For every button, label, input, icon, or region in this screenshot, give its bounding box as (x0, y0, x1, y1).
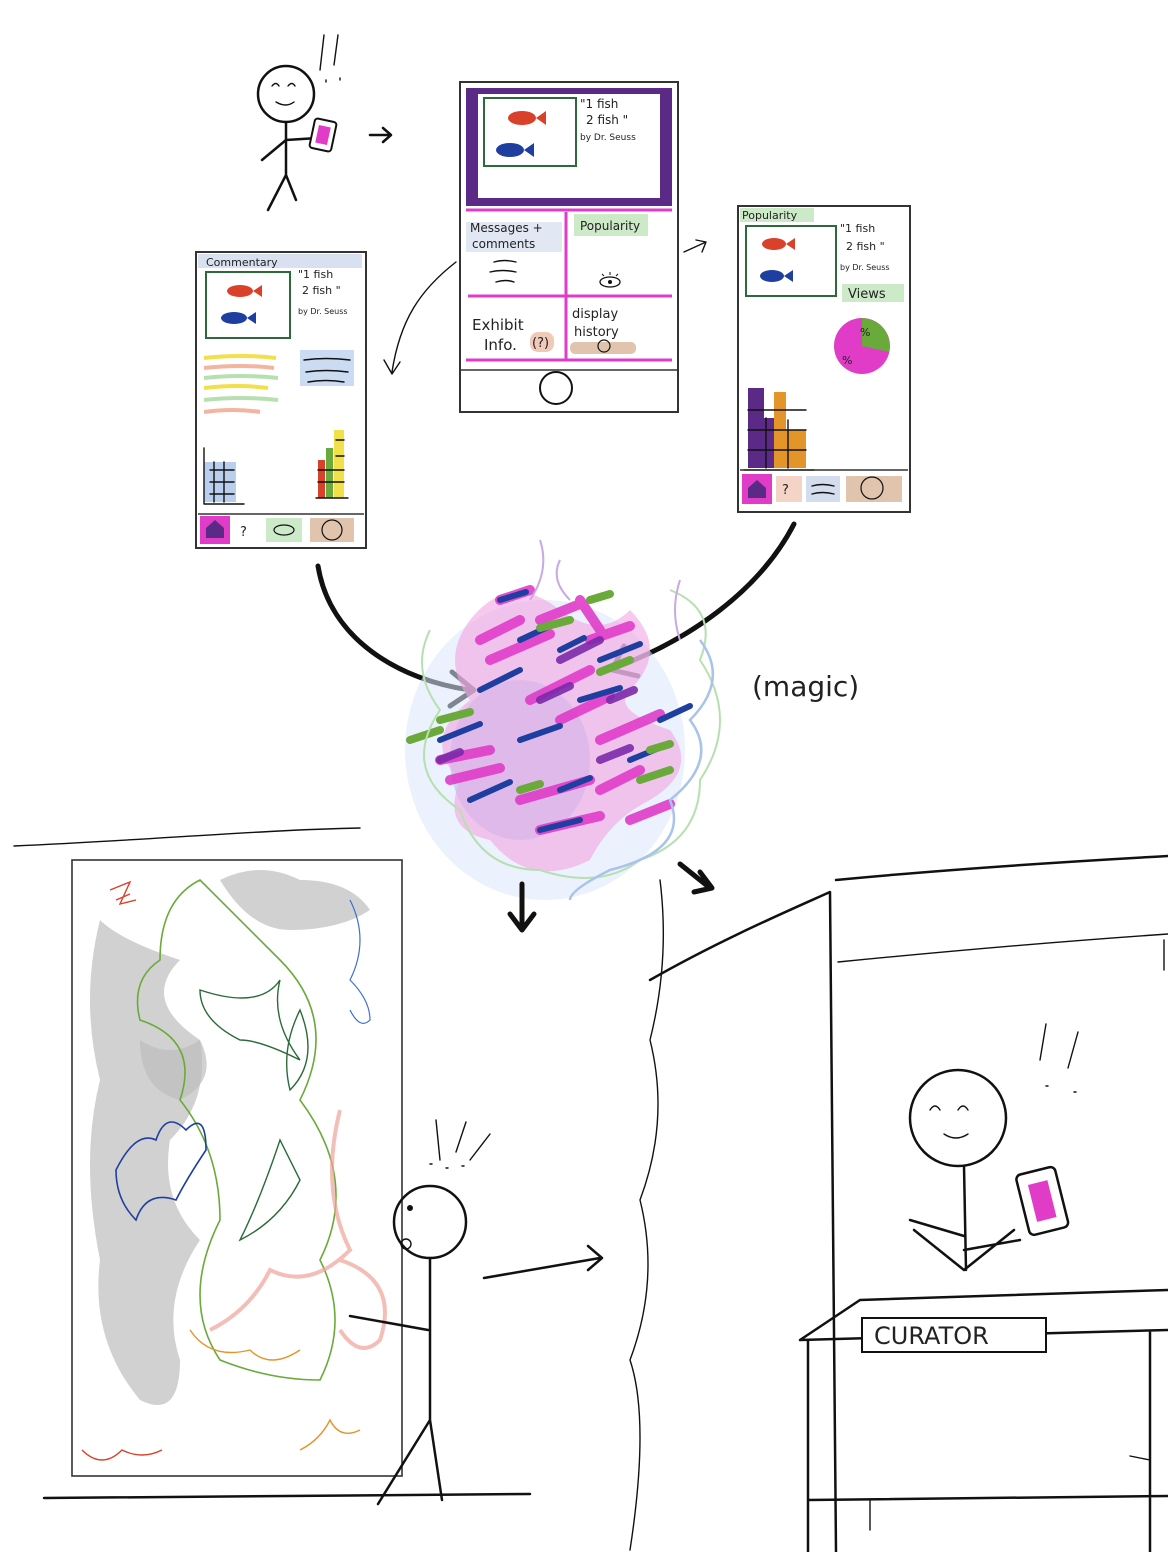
history-icon (321, 519, 343, 541)
popularity-header: Popularity (742, 209, 798, 222)
commentary-header: Commentary (206, 256, 278, 269)
visitor-head (256, 64, 316, 124)
tile-messages-label: Messages + (470, 221, 543, 235)
popularity-title-1: "1 fish (840, 222, 875, 235)
commentary-thumbnail (205, 271, 291, 339)
nav-comments-button[interactable] (806, 476, 840, 502)
nameplate (861, 1317, 1047, 1353)
tile-comments-label: comments (472, 237, 535, 251)
arrow-to-commentary (383, 261, 457, 375)
main-artwork-title-1: "1 fish (580, 97, 618, 111)
magic-label: (magic) (752, 670, 859, 703)
home-button[interactable] (539, 371, 573, 405)
phone-icon (308, 117, 338, 153)
tile-exhibit-label-1: Exhibit (472, 316, 524, 334)
gallery-scene (13, 827, 604, 1506)
home-icon (206, 520, 224, 538)
curator-sign: CURATOR (874, 1322, 989, 1350)
eye-icon (599, 272, 621, 288)
nav-help-button[interactable]: ? (240, 525, 247, 540)
arrow-magic-to-curator (677, 861, 715, 895)
phone-icon (1015, 1165, 1070, 1237)
pie-label-bottom: % (842, 354, 852, 367)
torn-edge (629, 879, 665, 1551)
tile-exhibit-info[interactable]: Exhibit Info. (?) (472, 316, 554, 354)
curator-scene: CURATOR (629, 854, 1168, 1552)
bar-chart-icon (203, 430, 349, 505)
curator-person (908, 1023, 1079, 1272)
fish-icon (496, 111, 546, 157)
tile-display-label-2: history (574, 325, 619, 340)
views-label: Views (848, 287, 886, 302)
magic-scribble (405, 539, 721, 901)
popularity-author: by Dr. Seuss (840, 263, 890, 272)
visitor-head (392, 1184, 468, 1260)
home-icon (748, 480, 766, 498)
pie-label-top: % (860, 326, 870, 339)
nav-popularity-button[interactable] (266, 518, 302, 542)
pie-chart-icon: % % (834, 318, 890, 374)
popularity-title-2: 2 fish " (846, 240, 885, 253)
tile-messages-comments[interactable]: Messages + comments (466, 221, 562, 283)
artwork-thumbnail (483, 97, 577, 167)
ceiling-line (13, 827, 361, 847)
arrow-to-popularity (683, 239, 707, 253)
tile-exhibit-label-2: Info. (484, 336, 517, 354)
tile-display-label-1: display (572, 307, 618, 322)
eye-icon (273, 524, 295, 536)
painting-artwork (81, 870, 387, 1461)
floor-line (42, 1492, 532, 1500)
comments-icon (489, 259, 517, 283)
tile-popularity[interactable]: Popularity (574, 214, 648, 288)
question-icon: (?) (532, 336, 549, 351)
nav-history-button[interactable] (310, 518, 354, 542)
commentary-author: by Dr. Seuss (298, 307, 348, 316)
main-artwork-author: by Dr. Seuss (580, 133, 636, 143)
tile-display-history[interactable]: display history (570, 307, 636, 354)
nav-history-button[interactable] (846, 476, 902, 502)
nav-help-button[interactable]: ? (782, 483, 789, 498)
commentary-text-lines (203, 350, 354, 414)
commentary-title-2: 2 fish " (302, 284, 341, 297)
history-icon (597, 339, 611, 353)
commentary-phone: Commentary "1 fish 2 fish " by Dr. Seuss (195, 251, 367, 549)
popularity-thumbnail (745, 225, 837, 297)
arrow-visitor-to-curator (482, 1244, 604, 1280)
fish-icon (221, 285, 262, 324)
tile-popularity-label: Popularity (580, 219, 640, 233)
commentary-title-1: "1 fish (298, 268, 333, 281)
history-icon (860, 476, 884, 500)
popularity-phone: Popularity "1 fish 2 fish " by Dr. Seuss… (737, 205, 911, 513)
main-phone: "1 fish 2 fish " by Dr. Seuss Messages +… (459, 81, 679, 413)
bar-chart-icon (743, 388, 815, 471)
main-artwork-title-2: 2 fish " (586, 113, 628, 127)
comments-icon (811, 483, 835, 495)
curator-desk: CURATOR (798, 1288, 1168, 1552)
visitor-pointing (348, 1119, 491, 1506)
curator-head (908, 1068, 1008, 1168)
fish-icon (760, 238, 795, 282)
arrow-magic-to-gallery (507, 881, 537, 933)
visitor-with-phone (256, 34, 393, 212)
